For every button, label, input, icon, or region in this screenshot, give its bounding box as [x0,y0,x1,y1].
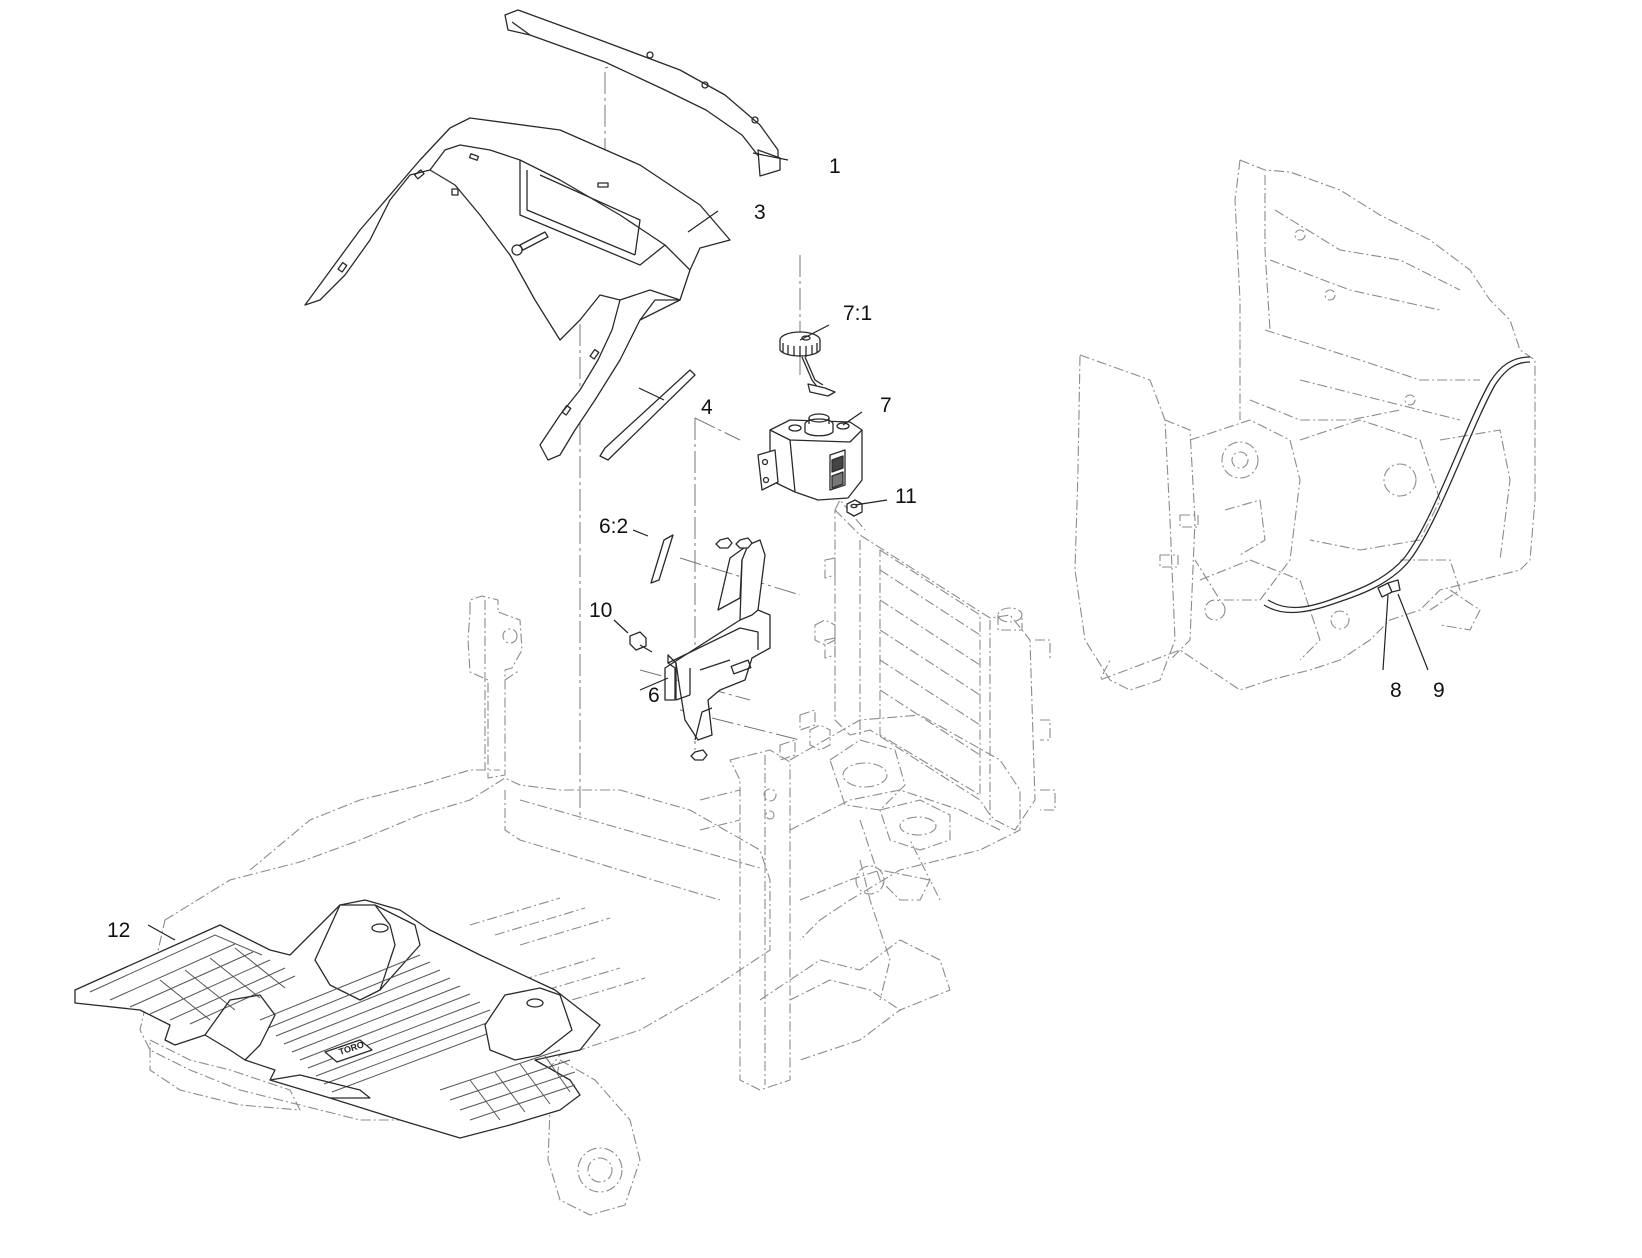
hose-clamp-part [1377,579,1401,598]
leader-3 [752,152,789,161]
leader-8 [1382,594,1389,671]
decal-part [650,534,674,584]
reservoir-cap-part [779,331,836,397]
leader-6 [639,677,669,691]
callout-11: 11 [895,485,917,508]
chassis-frame-ghost [139,595,1021,1216]
bolt-part [629,631,653,653]
callout-9: 9 [1433,679,1445,702]
bracket-hardware-ghost [779,619,836,761]
leader-9 [1397,593,1429,671]
leader-1 [687,210,719,233]
leader-7 [842,411,863,426]
reservoir-tank-part [757,413,863,501]
callout-7-1: 7:1 [843,302,872,325]
callout-7: 7 [880,394,892,417]
callout-10: 10 [589,599,612,622]
callout-3: 1 [829,155,841,178]
leader-10 [613,619,629,634]
mounting-bracket-part [664,537,771,761]
leader-6-2 [632,529,649,537]
rops-frame-ghost [1074,159,1536,691]
leader-11 [854,499,888,506]
callout-4: 4 [701,396,713,419]
trim-strip-part [504,9,781,177]
nut-part [846,499,863,517]
leader-12 [147,924,176,941]
radiator-ghost [824,499,1056,831]
callout-6: 6 [648,684,660,707]
callout-1: 3 [754,201,766,224]
callout-8: 8 [1390,679,1402,702]
callout-6-2: 6:2 [599,515,628,538]
leader-4 [638,387,665,401]
hose-part [1263,356,1531,614]
hood-cover-part [304,117,731,461]
foam-strip-part [599,369,696,461]
floor-mat-part: TORO [74,899,601,1139]
callout-12: 12 [107,919,130,942]
callout-labels: 1 3 4 6 6:2 7 7:1 8 9 10 11 12 [107,155,1445,942]
leader-7-1 [799,324,830,341]
leader-lines [147,152,1429,941]
